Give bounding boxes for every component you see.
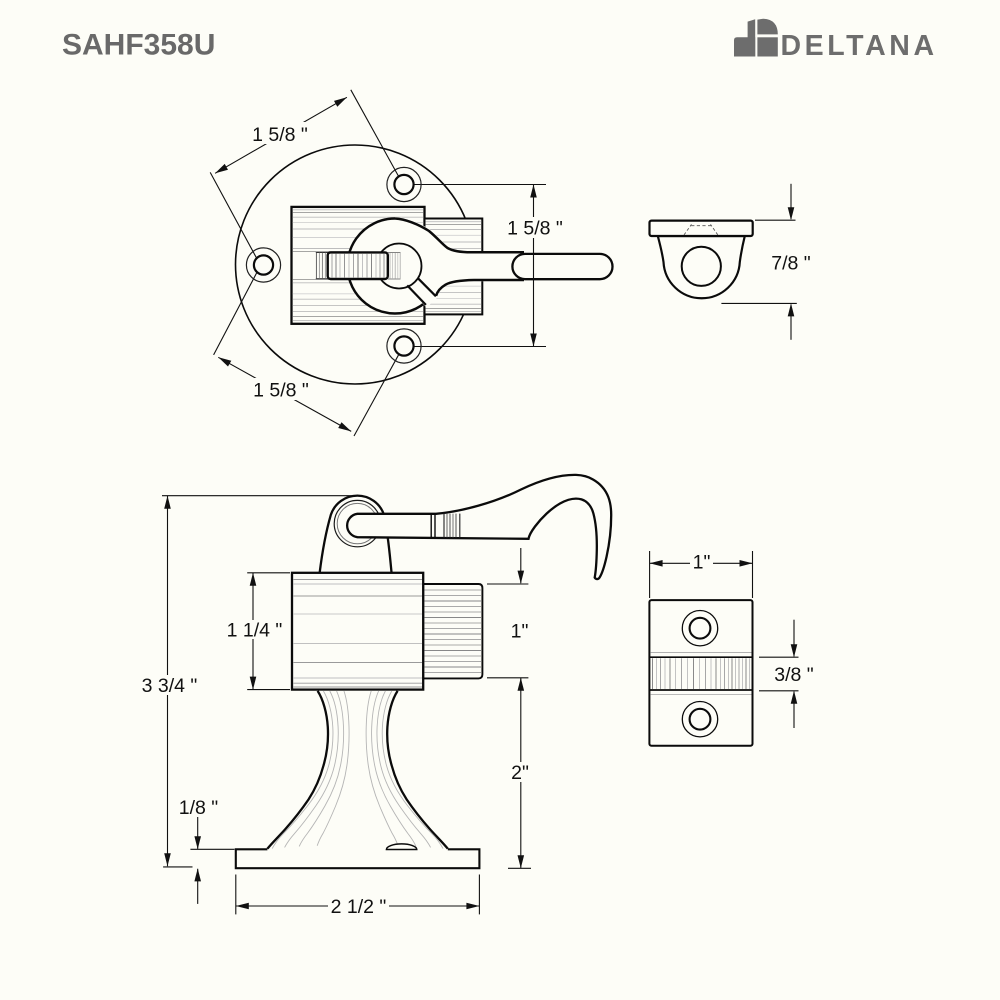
svg-text:1 5/8 ": 1 5/8 " <box>253 380 309 402</box>
svg-text:2": 2" <box>511 762 529 784</box>
svg-text:1 1/4 ": 1 1/4 " <box>227 620 283 642</box>
svg-text:1": 1" <box>693 552 711 574</box>
svg-text:2 1/2 ": 2 1/2 " <box>331 896 387 918</box>
svg-text:1 5/8 ": 1 5/8 " <box>252 124 308 146</box>
svg-text:7/8 ": 7/8 " <box>771 253 811 275</box>
svg-text:1": 1" <box>511 621 529 643</box>
svg-text:1/8 ": 1/8 " <box>179 797 219 819</box>
svg-text:3 3/4 ": 3 3/4 " <box>142 675 198 697</box>
svg-text:SAHF358U: SAHF358U <box>62 29 215 62</box>
svg-text:3/8 ": 3/8 " <box>774 664 814 686</box>
svg-text:1 5/8 ": 1 5/8 " <box>507 218 563 240</box>
svg-text:DELTANA: DELTANA <box>781 30 938 62</box>
